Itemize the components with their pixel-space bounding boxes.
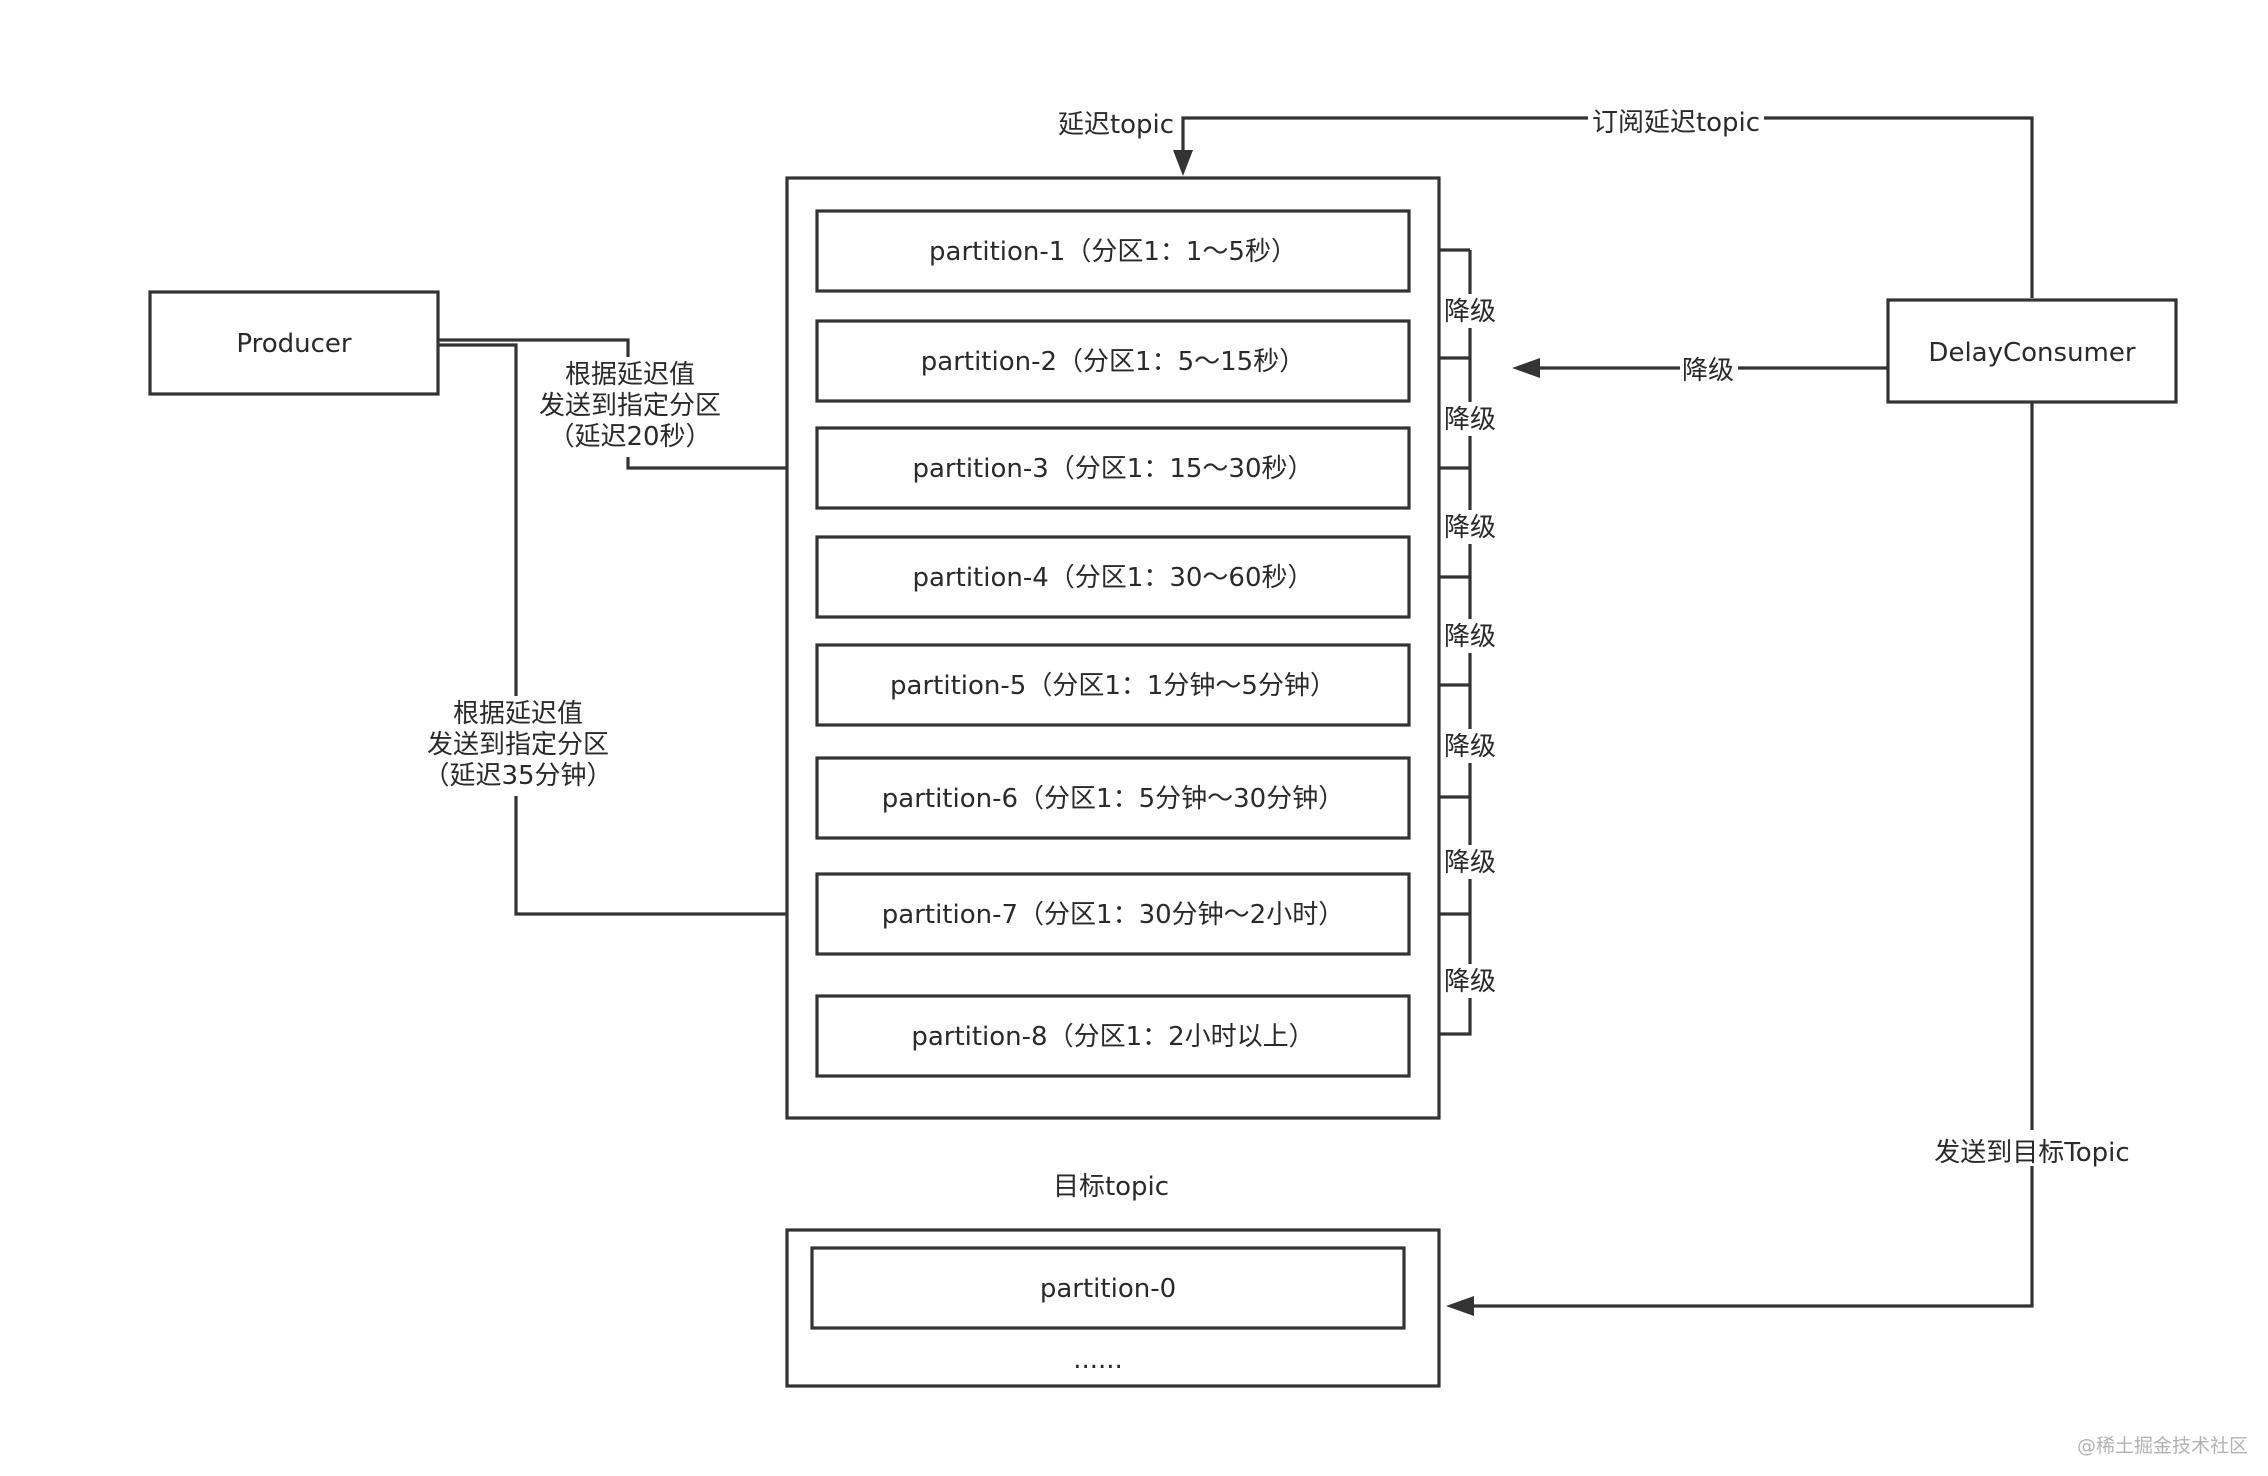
partition-6: partition-6（分区1：5分钟～30分钟） (815, 756, 1411, 840)
delay-topic-title: 延迟topic (1058, 110, 1174, 140)
downgrade-label-6: 降级 (1444, 848, 1496, 878)
downgrade-label-7: 降级 (1444, 967, 1496, 997)
send-35m-line-1: 根据延迟值 (453, 699, 583, 729)
send-target-label: 发送到目标Topic (1934, 1138, 2129, 1168)
partition-1-label: partition-1（分区1：1～5秒） (929, 237, 1297, 267)
partition-7-label: partition-7（分区1：30分钟～2小时） (882, 900, 1344, 930)
send-35m-line-2: 发送到指定分区 (427, 730, 609, 760)
send-20s-line-2: 发送到指定分区 (539, 391, 721, 421)
downgrade-chain-labels: 降级 降级 降级 降级 降级 降级 降级 (1444, 294, 1496, 998)
partition-7: partition-7（分区1：30分钟～2小时） (815, 872, 1411, 956)
send-20s-line-1: 根据延迟值 (565, 360, 695, 390)
edge-consumer-to-target-topic (1446, 400, 2034, 1316)
target-topic-more: ...... (1073, 1345, 1123, 1375)
watermark: @稀土掘金技术社区 (2077, 1435, 2248, 1457)
target-partition-0: partition-0 (810, 1246, 1406, 1330)
downgrade-label-5: 降级 (1444, 732, 1496, 762)
consumer-downgrade-label: 降级 (1682, 356, 1734, 386)
partition-3: partition-3（分区1：15～30秒） (815, 426, 1411, 510)
send-35m-label: 根据延迟值 发送到指定分区 （延迟35分钟） (418, 696, 614, 796)
delay-consumer-node: DelayConsumer (1886, 298, 2178, 404)
downgrade-label-1: 降级 (1444, 297, 1496, 327)
delay-consumer-label: DelayConsumer (1928, 338, 2135, 368)
partition-8-label: partition-8（分区1：2小时以上） (911, 1022, 1314, 1052)
producer-node: Producer (148, 290, 440, 396)
partition-4: partition-4（分区1：30～60秒） (815, 535, 1411, 619)
send-20s-label: 根据延迟值 发送到指定分区 （延迟20秒） (530, 357, 728, 457)
partition-2: partition-2（分区1：5～15秒） (815, 319, 1411, 403)
downgrade-label-3: 降级 (1444, 513, 1496, 543)
target-partition-0-label: partition-0 (1040, 1274, 1176, 1304)
partition-2-label: partition-2（分区1：5～15秒） (921, 347, 1305, 377)
partition-5-label: partition-5（分区1：1分钟～5分钟） (890, 671, 1336, 701)
partition-3-label: partition-3（分区1：15～30秒） (913, 454, 1314, 484)
target-topic-title: 目标topic (1053, 1172, 1169, 1202)
send-35m-line-3: （延迟35分钟） (423, 761, 612, 791)
send-20s-line-3: （延迟20秒） (548, 422, 711, 452)
producer-label: Producer (236, 329, 352, 359)
downgrade-label-2: 降级 (1444, 405, 1496, 435)
subscribe-label: 订阅延迟topic (1592, 108, 1760, 138)
downgrade-label-4: 降级 (1444, 622, 1496, 652)
partition-6-label: partition-6（分区1：5分钟～30分钟） (882, 784, 1344, 814)
partition-1: partition-1（分区1：1～5秒） (815, 209, 1411, 293)
partition-4-label: partition-4（分区1：30～60秒） (913, 563, 1314, 593)
partition-8: partition-8（分区1：2小时以上） (815, 994, 1411, 1078)
partition-5: partition-5（分区1：1分钟～5分钟） (815, 643, 1411, 727)
